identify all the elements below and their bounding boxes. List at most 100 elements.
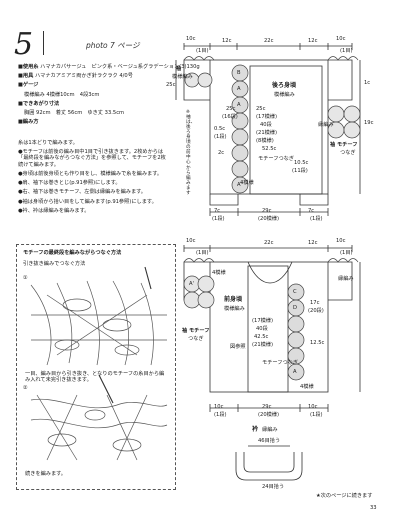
back-body-pattern: 模様編み [274,92,295,98]
step-number: ① [23,275,28,281]
collar-label: 縁編み [262,427,278,433]
dim-label: 12c [222,38,232,44]
dim-label: (20模様) [258,412,280,418]
motif-letter: B [237,70,241,76]
dim-label: 10c [214,404,224,410]
front-motif-join: つなぎ [188,336,204,342]
motif-letter: A [293,369,297,375]
material-line: 模様編み 4模様10cm 4段3cm [24,91,100,98]
method-subtitle: 引き抜き編みでつなぐ方法 [23,261,86,267]
dim-label: 10c [336,36,346,42]
front-body-pattern: 模様編み [224,306,245,312]
dim-label: 7c [214,208,221,214]
back-inner: 25c [226,106,236,112]
motif-letter: A [237,86,241,92]
back-inner: (11段) [292,168,308,174]
dim-label: 10c [308,404,318,410]
dim-label: (20模様) [258,216,280,222]
back-inner: (21模様) [256,130,278,136]
material-line: ■使用糸 ハマナカパサージュ ピンク系・ベージュ系グラデーション(3)130g [18,64,200,70]
step-text: 糸は1本どりで編みます。 [18,140,78,146]
step-text: ●肩、袖下は巻きとじ(p.91参照)にします。 [18,180,121,187]
dim-label: (1段) [310,412,323,418]
material-line: ■用具 ハマナカアミアミ両かぎ針ラクラク 4/0号 [18,73,133,80]
motif-letter: A' [237,182,242,188]
method-caption: 続きを編みます。 [25,471,66,477]
motif-label: 袖 モチーフ [330,142,358,148]
step-text: ●身頃は前後身頃とも作り目をし、模様編みで糸を編みます。 [18,170,163,177]
motif-letter: A [237,102,241,108]
material-line: 胸囲 92cm 着丈 56cm ゆき丈 33.5cm [24,110,125,117]
motif-letter: D [293,305,297,311]
side-dim: 25c [166,82,176,88]
back-inner: 4模様 [240,180,254,186]
dim-label: (1段) [310,216,323,222]
back-inner: (1段) [214,134,227,140]
front-inner: 40段 [256,326,268,332]
continue-note: ★次のページに続きます [316,493,373,499]
motif-join-label: つなぎ [340,150,356,156]
back-inner: 40段 [260,122,272,128]
collar-dim: 46目拾う [258,438,281,444]
back-inner: 10.5c [294,160,309,166]
dim-label: (1目) [340,250,353,256]
front-center-panel [247,265,289,393]
material-line: ■ゲージ [18,82,39,89]
front-left-sleeve [183,261,210,301]
method-caption: 一目、編み目から引き抜き、となりのモチーフの糸目から編み入れて未完引き抜きます。 [25,371,165,384]
back-motif-column [231,64,249,194]
back-note: ※ 袖は、後ろ身頃の前 中心から編みます [186,110,196,196]
front-sleeve-label: 袖 モチーフ [182,328,210,334]
step-text: ●袖は身頃から拾い目をして編みます(p.91参照)にします。 [18,198,157,205]
dim-label: 12c [308,38,318,44]
front-inner: (20段) [308,308,324,314]
back-right-sleeve [328,59,353,101]
section-number: 5 [14,27,34,62]
method-title: モチーフの最終段を編みながらつなぐ方法 [23,250,122,256]
materials-block: ■使用糸 ハマナカパサージュ ピンク系・ベージュ系グラデーション(3)130g … [18,64,200,126]
front-inner: (17模様) [252,318,274,324]
sleeve-label: 袖 [176,66,182,72]
step-text: ●モチーフは前後の編み目中1目で引き抜きます。2枚めからは「最終段を編みながらつ… [18,149,166,168]
dim-label: 29c [262,404,272,410]
front-inner: 42.5c [254,334,269,340]
front-inner: 12.5c [310,340,325,346]
back-inner: 52.5c [262,146,277,152]
front-inner: 17c [310,300,320,306]
motif-center-label: モチーフつなぎ [258,156,295,162]
dim-label: 10c [186,36,196,42]
front-inner: (21模様) [252,342,274,348]
collar-title: 衿 [252,426,259,433]
material-line: ■編み方 [18,119,39,126]
page-number: 33 [370,505,377,511]
dim-label: (1目) [196,48,209,54]
side-dim: 19c [364,120,374,126]
step-number: ② [23,385,28,391]
steps-block: 糸は1本どりで編みます。 ●モチーフは前後の編み目中1目で引き抜きます。2枚めか… [18,140,170,217]
dim-label: 12c [308,240,318,246]
front-side-label: 縁編み [338,276,354,282]
dim-label: 22c [264,38,274,44]
back-inner: 25c [256,106,266,112]
dim-label: (1目) [196,250,209,256]
back-body-title: 後ろ身頃 [272,82,297,89]
dim-label: (1段) [214,412,227,418]
front-body-title: 前身頃 [224,296,243,303]
back-inner: 2c [218,150,225,156]
front-motif-center: モチーフつなぎ [262,360,299,366]
step-text: ●衿、衿は縁編みを編みます。 [18,207,90,214]
crochet-chain-illustration [30,266,168,461]
back-inner: (16段) [222,114,238,120]
dim-label: (1段) [212,216,225,222]
sleeve-pattern: 模様編み [172,74,193,80]
front-inner: 4模様 [300,384,314,390]
side-edge-label: 縁編み [318,122,334,128]
back-inner: 0.5c [214,126,226,132]
front-inner: 4模様 [212,270,226,276]
dim-label: 7c [308,208,315,214]
joining-method-box: モチーフの最終段を編みながらつなぐ方法 引き抜き編みでつなぐ方法 ① ② [16,244,176,490]
dim-label: (1目) [340,48,353,54]
back-inner: (8模様) [256,138,274,144]
dim-label: 10c [186,238,196,244]
side-dim: 1c [364,80,371,86]
